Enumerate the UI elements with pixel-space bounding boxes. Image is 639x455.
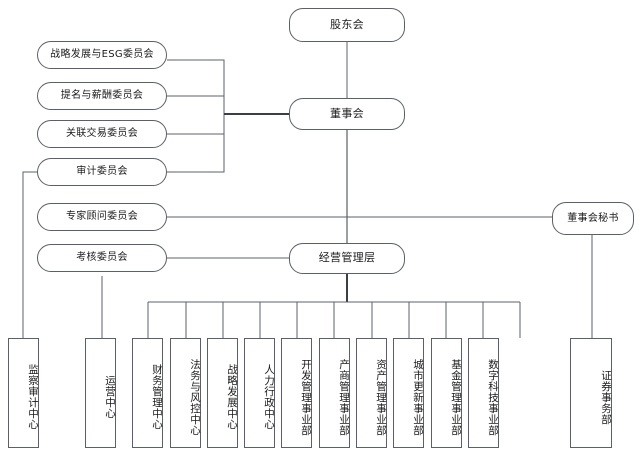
committee-label: 专家顾问委员会: [65, 211, 139, 223]
dept-label: 城市更新事业部: [412, 358, 424, 436]
committee-label: 提名与薪酬委员会: [60, 90, 144, 102]
committee-label: 考核委员会: [76, 252, 128, 264]
committee-audit[interactable]: 审计委员会: [37, 158, 167, 186]
dept-development-management-division[interactable]: 开发管理事业部: [281, 338, 312, 448]
dept-label: 运营中心: [104, 375, 116, 419]
dept-fund-management-division[interactable]: 基金管理事业部: [431, 338, 462, 448]
dept-asset-management-division[interactable]: 资产管理事业部: [356, 338, 387, 448]
dept-securities-affairs[interactable]: 证券事务部: [570, 338, 612, 448]
dept-operations-center[interactable]: 运营中心: [85, 338, 116, 448]
dept-label: 人力行政中心: [263, 364, 275, 430]
dept-label: 开发管理事业部: [300, 358, 312, 436]
dept-label: 战略发展中心: [226, 364, 238, 430]
dept-urban-renewal-division[interactable]: 城市更新事业部: [393, 338, 424, 448]
dept-label: 监察审计中心: [27, 364, 39, 430]
dept-label: 证券事务部: [600, 369, 612, 425]
dept-supervision-audit-center[interactable]: 监察审计中心: [8, 338, 39, 448]
committee-related-transactions[interactable]: 关联交易委员会: [37, 120, 167, 148]
dept-legal-risk-control-center[interactable]: 法务与风控中心: [170, 338, 201, 448]
node-management[interactable]: 经营管理层: [289, 243, 405, 274]
dept-label: 资产管理事业部: [375, 358, 387, 436]
node-label: 经营管理层: [318, 251, 376, 265]
committee-label: 战略发展与ESG委员会: [50, 49, 154, 61]
committee-label: 关联交易委员会: [65, 128, 139, 140]
dept-label: 财务管理中心: [151, 364, 163, 430]
node-label: 股东会: [330, 17, 364, 31]
node-board-of-directors[interactable]: 董事会: [289, 98, 405, 130]
node-label: 董事会秘书: [567, 212, 619, 224]
dept-label: 法务与风控中心: [189, 358, 201, 436]
committee-nomination-remuneration[interactable]: 提名与薪酬委员会: [37, 82, 167, 110]
dept-digital-technology-division[interactable]: 数字科技事业部: [468, 338, 499, 448]
node-label: 董事会: [330, 106, 364, 120]
committee-strategy-esg[interactable]: 战略发展与ESG委员会: [37, 41, 167, 69]
dept-strategy-development-center[interactable]: 战略发展中心: [207, 338, 238, 448]
node-board-secretary[interactable]: 董事会秘书: [552, 202, 634, 235]
dept-finance-management-center[interactable]: 财务管理中心: [132, 338, 163, 448]
dept-label: 产商管理事业部: [338, 358, 350, 436]
committee-expert-advisory[interactable]: 专家顾问委员会: [37, 203, 167, 231]
committee-label: 审计委员会: [76, 166, 128, 178]
dept-commercial-management-division[interactable]: 产商管理事业部: [319, 338, 350, 448]
dept-label: 基金管理事业部: [450, 358, 462, 436]
dept-hr-administration-center[interactable]: 人力行政中心: [244, 338, 275, 448]
committee-assessment[interactable]: 考核委员会: [37, 244, 167, 272]
wire-committee-bus-outer: [167, 59, 225, 173]
node-shareholders-meeting[interactable]: 股东会: [289, 8, 405, 42]
dept-label: 数字科技事业部: [487, 358, 499, 436]
